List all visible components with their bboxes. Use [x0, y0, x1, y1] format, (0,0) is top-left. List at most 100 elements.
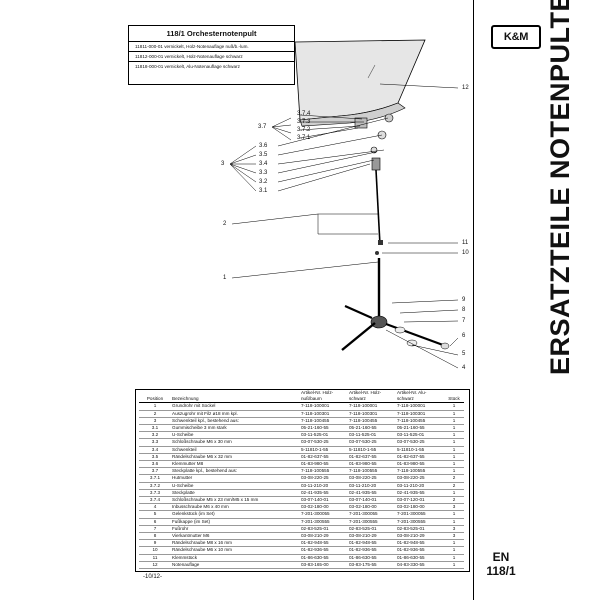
table-cell: Steckplatte: [171, 489, 300, 498]
callout-label: 3.2: [259, 179, 268, 185]
table-cell: 1: [444, 467, 464, 476]
table-cell: 01-82-948-55: [396, 539, 444, 548]
table-cell: 1: [444, 431, 464, 440]
table-cell: 03-02-180-00: [348, 503, 396, 512]
table-cell: 7-201-300555: [348, 518, 396, 526]
table-cell: Klemmutter M8: [171, 460, 300, 469]
sidebar-divider: [473, 0, 474, 600]
table-cell: 03-08-220-25: [396, 474, 444, 483]
model-header-box: 118/1 Orchesternotenpult 11811-000-01 ve…: [128, 25, 295, 85]
table-cell: 1: [444, 518, 464, 526]
table-cell: 3: [444, 532, 464, 541]
table-cell: 7-118-100555: [348, 467, 396, 476]
table-cell: 7-118-100455: [396, 417, 444, 426]
table-cell: 7-201-300055: [396, 510, 444, 519]
table-cell: Vierkantmutter M6: [171, 532, 300, 541]
model-title: 118/1 Orchesternotenpult: [129, 26, 294, 42]
table-cell: Auszugrohr mit Filz ø18 mm kpl.: [171, 410, 300, 418]
table-cell: 03-11-525-01: [348, 431, 396, 440]
table-cell: 01-86-630-55: [348, 554, 396, 562]
table-cell: 3.6: [139, 460, 171, 469]
table-cell: 8: [139, 532, 171, 541]
table-cell: 01-82-948-55: [300, 539, 348, 548]
table-cell: 7-118-100001: [348, 402, 396, 411]
table-cell: 3.7.3: [139, 489, 171, 498]
table-cell: Rändelschraube M6 x 10 mm: [171, 546, 300, 555]
table-cell: 3.7.2: [139, 482, 171, 490]
table-cell: 02-41-935-55: [396, 489, 444, 498]
table-cell: 01-86-630-55: [396, 554, 444, 562]
table-cell: 02-83-525-01: [300, 525, 348, 534]
table-cell: 7-201-300055: [348, 510, 396, 519]
parts-table-frame: [135, 389, 470, 572]
table-cell: 01-83-980-55: [300, 460, 348, 469]
table-cell: 03-08-210-29: [348, 532, 396, 541]
variant-row: 11811-000-01 vernickelt, Holz-Notenaufla…: [129, 42, 294, 52]
column-header: Position: [139, 390, 171, 404]
table-cell: Steckplatte kpl., bestehend aus:: [171, 467, 300, 476]
table-cell: Notenauflage: [171, 561, 300, 570]
table-cell: 12: [139, 561, 171, 570]
table-cell: 01-82-936-55: [300, 546, 348, 555]
table-cell: 11: [139, 554, 171, 562]
table-cell: 1: [444, 438, 464, 447]
language-label: EN 118/1: [481, 550, 521, 578]
callout-label: 10: [462, 250, 469, 256]
page-number: -10/12-: [143, 574, 163, 580]
table-cell: 2: [444, 496, 464, 505]
table-cell: 03-83-165-00: [300, 561, 348, 570]
column-header: Artikel-Nr. Holz-nuß/baum: [300, 390, 348, 404]
table-cell: 7-118-100301: [348, 410, 396, 418]
table-cell: 01-82-936-55: [396, 546, 444, 555]
table-cell: 01-82-948-55: [348, 539, 396, 548]
callout-label: 3.7.3: [297, 119, 311, 125]
clamp-piece: [378, 240, 383, 245]
table-cell: 1: [444, 561, 464, 570]
callout-label: 2: [223, 221, 227, 227]
callout-label: 3.7: [258, 124, 267, 130]
music-desk: [294, 39, 426, 127]
leader-lines: [229, 83, 459, 369]
column-header: Artikel-Nr. Holz-schwarz: [348, 390, 396, 404]
table-cell: 04-83-330-55: [396, 561, 444, 570]
table-cell: 1: [444, 453, 464, 462]
table-cell: U-Scheibe: [171, 482, 300, 490]
table-cell: 3.7.1: [139, 474, 171, 483]
callout-label: 3: [221, 161, 225, 167]
table-cell: 7-118-100301: [396, 410, 444, 418]
table-cell: 4: [139, 503, 171, 512]
callout-label: 3.3: [259, 170, 268, 176]
variant-row: 11812-000-01 vernickelt, Holz-Notenaufla…: [129, 52, 294, 62]
table-cell: 03-11-210-20: [348, 482, 396, 490]
callout-label: 3.6: [259, 143, 268, 149]
table-cell: 1: [444, 417, 464, 426]
table-cell: 3.3: [139, 438, 171, 447]
table-cell: 3.1: [139, 424, 171, 433]
callout-label: 4: [462, 365, 466, 371]
table-cell: 3: [139, 417, 171, 426]
table-cell: 1: [444, 402, 464, 411]
table-cell: 1: [444, 554, 464, 562]
table-cell: Schwenkteil: [171, 446, 300, 454]
language-code: EN: [492, 550, 510, 564]
table-cell: 3.7.4: [139, 496, 171, 505]
table-cell: 03-11-525-01: [396, 431, 444, 440]
table-cell: 1: [444, 424, 464, 433]
table-cell: Gelenkstück (im Set): [171, 510, 300, 519]
callout-label: 3.7.2: [297, 127, 311, 133]
brand-logo: K&M: [491, 25, 541, 49]
knurled-screw: [375, 251, 379, 255]
table-cell: 01-86-630-55: [300, 554, 348, 562]
callout-label: 3.1: [259, 188, 268, 194]
model-number: 118/1: [486, 564, 516, 578]
table-cell: 03-08-220-25: [300, 474, 348, 483]
table-cell: 03-07-120-01: [396, 496, 444, 505]
